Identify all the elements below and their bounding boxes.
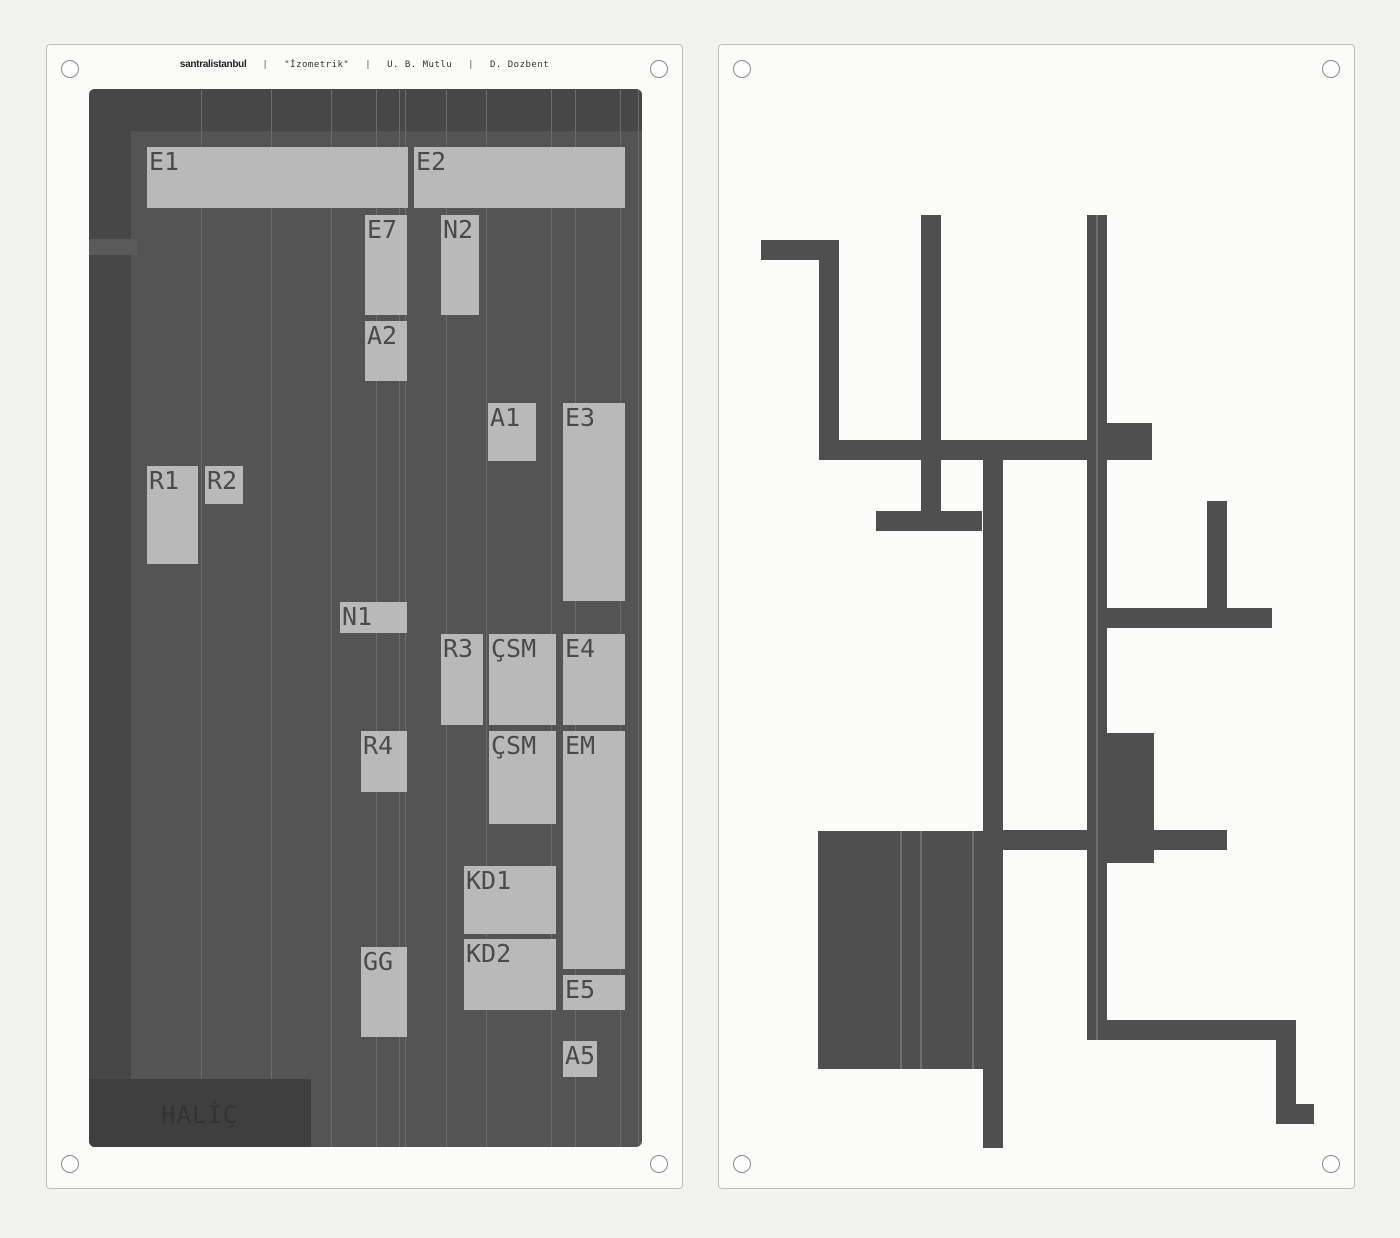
building-e7: E7 <box>365 215 407 315</box>
building-label: A5 <box>565 1041 596 1070</box>
building-e1: E1 <box>147 147 408 208</box>
building-label: KD2 <box>466 939 512 968</box>
path-segment <box>819 440 1152 460</box>
solid-block <box>818 831 1001 1069</box>
grid-line <box>331 89 332 1147</box>
mount-hole <box>650 60 668 78</box>
grid-line <box>201 89 202 1147</box>
map-band-left <box>89 89 131 1147</box>
path-segment <box>876 511 982 531</box>
water-label: HALİÇ <box>161 1101 239 1129</box>
header-separator: | <box>262 60 269 70</box>
abstract-circulation-diagram <box>761 215 1314 1148</box>
building-n2: N2 <box>441 215 479 315</box>
building-label: E3 <box>565 403 596 432</box>
map-band-top <box>89 89 642 131</box>
building-csm-1: ÇSM <box>489 634 556 725</box>
poster-title: "İzometrik" <box>284 60 350 70</box>
brand-logo: santralistanbul <box>179 59 247 70</box>
building-r4: R4 <box>361 731 407 792</box>
building-label: R3 <box>443 634 474 663</box>
grid-line <box>638 89 639 1147</box>
building-r3: R3 <box>441 634 483 725</box>
building-label: A2 <box>367 321 398 350</box>
building-e5: E5 <box>563 975 625 1010</box>
building-n1: N1 <box>340 602 407 633</box>
golden-horn-water <box>89 1079 311 1147</box>
building-r2: R2 <box>205 466 243 504</box>
building-csm-2: ÇSM <box>489 731 556 824</box>
grid-line <box>620 89 621 1147</box>
mount-hole <box>1322 1155 1340 1173</box>
path-segment <box>921 215 941 530</box>
path-segment <box>987 830 1227 850</box>
building-label: N1 <box>342 602 373 631</box>
building-r1: R1 <box>147 466 198 564</box>
building-label: ÇSM <box>491 634 537 663</box>
campus-map: HALİÇ E1 E2 E7 N2 A2 A1 E3 R1 R2 N1 <box>89 89 642 1147</box>
path-segment <box>761 240 829 260</box>
building-e3: E3 <box>563 403 625 601</box>
grid-line <box>446 89 447 1147</box>
map-band-stub <box>89 239 137 255</box>
building-label: E5 <box>565 975 596 1004</box>
building-e4: E4 <box>563 634 625 725</box>
building-label: EM <box>565 731 596 760</box>
grid-line <box>271 89 272 1147</box>
grid-line <box>551 89 552 1147</box>
building-label: E2 <box>416 147 447 176</box>
building-label: A1 <box>490 403 521 432</box>
building-a5: A5 <box>563 1041 597 1077</box>
building-label: E4 <box>565 634 596 663</box>
mount-hole <box>650 1155 668 1173</box>
building-label: R4 <box>363 731 394 760</box>
mount-hole <box>733 1155 751 1173</box>
building-gg: GG <box>361 947 407 1037</box>
building-label: R1 <box>149 466 180 495</box>
building-label: ÇSM <box>491 731 537 760</box>
building-label: N2 <box>443 215 474 244</box>
mount-hole <box>733 60 751 78</box>
author-name: U. B. Mutlu <box>387 60 453 70</box>
path-segment <box>1276 1020 1296 1124</box>
path-segment <box>1207 501 1227 624</box>
building-kd1: KD1 <box>464 866 556 934</box>
path-segment <box>819 240 839 460</box>
grid-line <box>575 89 576 1147</box>
mount-hole <box>61 60 79 78</box>
header-separator: | <box>468 60 475 70</box>
path-segment <box>1099 1020 1296 1040</box>
grid-line <box>486 89 487 1147</box>
building-label: GG <box>363 947 394 976</box>
building-e2: E2 <box>414 147 625 208</box>
path-segment <box>1099 608 1272 628</box>
building-label: KD1 <box>466 866 512 895</box>
header-separator: | <box>365 60 372 70</box>
path-segment <box>1099 423 1152 443</box>
building-kd2: KD2 <box>464 939 556 1010</box>
map-poster-panel: santralistanbul | "İzometrik" | U. B. Mu… <box>46 44 683 1189</box>
author-name: D. Dozbent <box>489 60 550 70</box>
mount-hole <box>1322 60 1340 78</box>
building-label: E1 <box>149 147 180 176</box>
building-label: R2 <box>207 466 238 495</box>
building-a1: A1 <box>488 403 536 461</box>
mount-hole <box>61 1155 79 1173</box>
diagram-poster-panel <box>718 44 1355 1189</box>
building-label: E7 <box>367 215 398 244</box>
building-a2: A2 <box>365 321 407 381</box>
path-segment <box>1276 1104 1314 1124</box>
building-em: EM <box>563 731 625 969</box>
poster-header: santralistanbul | "İzometrik" | U. B. Mu… <box>47 59 682 70</box>
